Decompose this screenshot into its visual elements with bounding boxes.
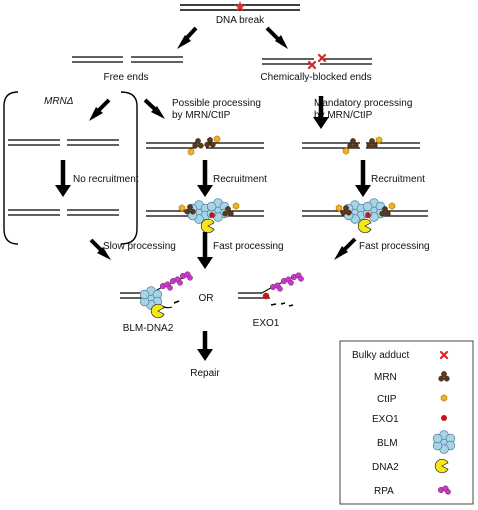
- ctip-icon: [388, 202, 396, 210]
- legend-label-bulky-adduct: Bulky adduct: [352, 350, 409, 361]
- or-label: OR: [199, 293, 214, 304]
- mrn-icon: [347, 138, 359, 149]
- legend-label-exo1: EXO1: [372, 414, 399, 425]
- exo1-icon: [262, 292, 270, 300]
- mrn-delta-label: MRNΔ: [44, 96, 74, 107]
- arrow-free-to-mrndelta: [89, 98, 111, 121]
- exo1-complex: [238, 274, 302, 307]
- blm-dna2-label: BLM-DNA2: [123, 323, 174, 334]
- arrow-right-fast: [334, 237, 357, 260]
- right-fast-processing-label: Fast processing: [359, 241, 430, 252]
- dna2-icon: [357, 218, 372, 234]
- right-recruitment-label: Recruitment: [371, 174, 425, 185]
- mrn-icon: [192, 138, 204, 149]
- blm-icon: [362, 198, 386, 222]
- legend-label-ctip: CtIP: [377, 394, 397, 405]
- exo1-icon: [441, 415, 447, 421]
- ctip-icon: [375, 136, 383, 144]
- mrndelta-duplex-top: [8, 139, 119, 146]
- ctip-icon: [335, 204, 343, 212]
- blocked-ends-duplex: [262, 58, 372, 65]
- legend-label-blm: BLM: [377, 438, 398, 449]
- legend-label-mrn: MRN: [374, 372, 397, 383]
- slow-processing-label: Slow processing: [103, 241, 176, 252]
- middle-recruitment-label: Recruitment: [213, 174, 267, 185]
- middle-fast-processing-label: Fast processing: [213, 241, 284, 252]
- legend-label-rpa: RPA: [374, 486, 394, 497]
- arrow-middle-recruitment: [197, 160, 213, 197]
- legend: Bulky adduct MRN CtIP EXO1 BLM DNA2 RPA: [339, 340, 474, 505]
- ctip-icon: [342, 147, 350, 155]
- ctip-icon: [232, 202, 240, 210]
- legend-label-dna2: DNA2: [372, 462, 399, 473]
- mandatory-processing-label-line1: Mandatory processing: [314, 98, 412, 109]
- blm-icon: [432, 430, 456, 454]
- mrn-icon: [366, 138, 378, 149]
- right-bracket: [120, 91, 138, 245]
- arrow-to-blocked-ends: [265, 26, 288, 49]
- free-ends-duplex: [72, 56, 183, 63]
- rpa-icon: [179, 271, 193, 281]
- arrow-left-slow: [89, 238, 111, 260]
- ctip-icon: [440, 394, 448, 402]
- mrn-icon: [204, 137, 216, 148]
- middle-duplex-1: [146, 142, 264, 149]
- rpa-icon: [269, 282, 283, 292]
- arrow-right-mandatory: [313, 96, 329, 129]
- arrow-free-to-processing: [143, 98, 165, 119]
- arrow-to-repair: [197, 331, 213, 361]
- bulky-adduct-icon: [307, 60, 317, 70]
- repair-label: Repair: [190, 368, 220, 379]
- ctip-icon: [178, 204, 186, 212]
- dna2-icon: [200, 218, 215, 234]
- arrow-middle-fast: [197, 232, 213, 269]
- bulky-adduct-icon: [317, 53, 327, 63]
- possible-processing-label-line2: by MRN/CtIP: [172, 110, 231, 121]
- blocked-ends-label: Chemically-blocked ends: [260, 72, 371, 83]
- left-bracket: [3, 91, 19, 245]
- ctip-icon: [213, 135, 221, 143]
- dna2-icon: [150, 303, 165, 319]
- free-ends-label: Free ends: [103, 72, 148, 83]
- mrndelta-duplex-bottom: [8, 209, 119, 216]
- possible-processing-label-line1: Possible processing: [172, 98, 261, 109]
- right-duplex-1: [302, 142, 420, 149]
- arrow-no-recruitment: [55, 160, 71, 197]
- exo1-icon: [209, 212, 215, 218]
- no-recruitment-label: No recruitment: [73, 174, 139, 185]
- rpa-icon: [290, 272, 304, 282]
- dna-break-label: DNA break: [216, 15, 265, 26]
- arrow-right-recruitment: [355, 160, 371, 197]
- break-star-icon: [234, 1, 246, 12]
- arrow-to-free-ends: [177, 26, 198, 49]
- exo1-icon: [365, 212, 371, 218]
- legend-box: [339, 340, 474, 505]
- ctip-icon: [187, 148, 195, 156]
- mandatory-processing-label-line2: by MRN/CtIP: [314, 110, 373, 121]
- exo1-label: EXO1: [253, 318, 280, 329]
